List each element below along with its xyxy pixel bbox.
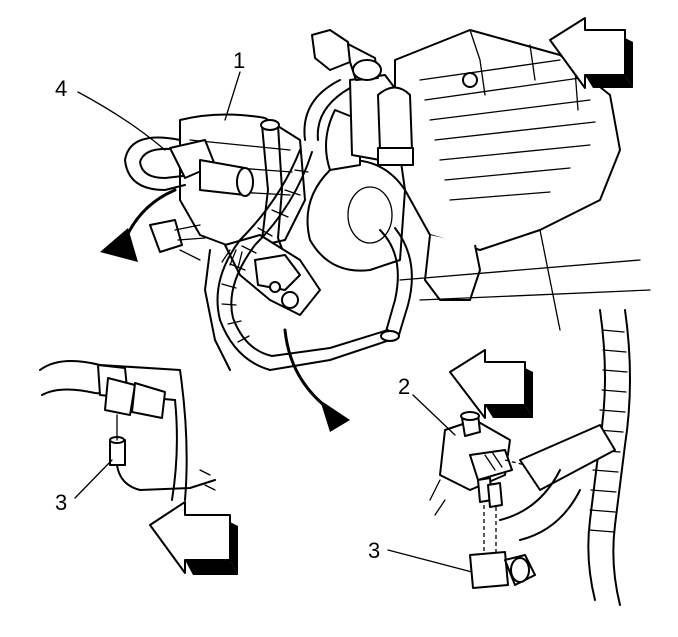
leader-4 [77,91,166,151]
curved-arrow-left [100,188,177,262]
direction-arrows [100,17,633,575]
callout-4: 4 [55,76,67,101]
curved-arrow-center [283,328,350,432]
right-hose [303,79,413,342]
wiring-loom-center [216,149,391,371]
leader-3-left [74,459,113,499]
vacuum-fitting [311,29,414,166]
inset-lower-right [429,309,631,606]
callout-labels: 1 2 3 3 4 [55,48,410,563]
lower-left-connector [149,219,231,371]
leader-2 [412,394,456,436]
arrow-top-right [549,17,633,89]
hose-loop [124,136,254,197]
callout-3-right: 3 [368,538,380,563]
callout-1: 1 [233,48,245,73]
callout-3-left: 3 [55,490,67,515]
leader-lines [74,71,473,573]
inset-lower-left [39,360,216,501]
callout-2: 2 [398,374,410,399]
leader-1 [224,71,241,121]
arrow-bottom-left [149,501,238,575]
intake-manifold [394,29,651,331]
arrow-mid-right [449,349,533,419]
leader-3-right [387,549,473,573]
